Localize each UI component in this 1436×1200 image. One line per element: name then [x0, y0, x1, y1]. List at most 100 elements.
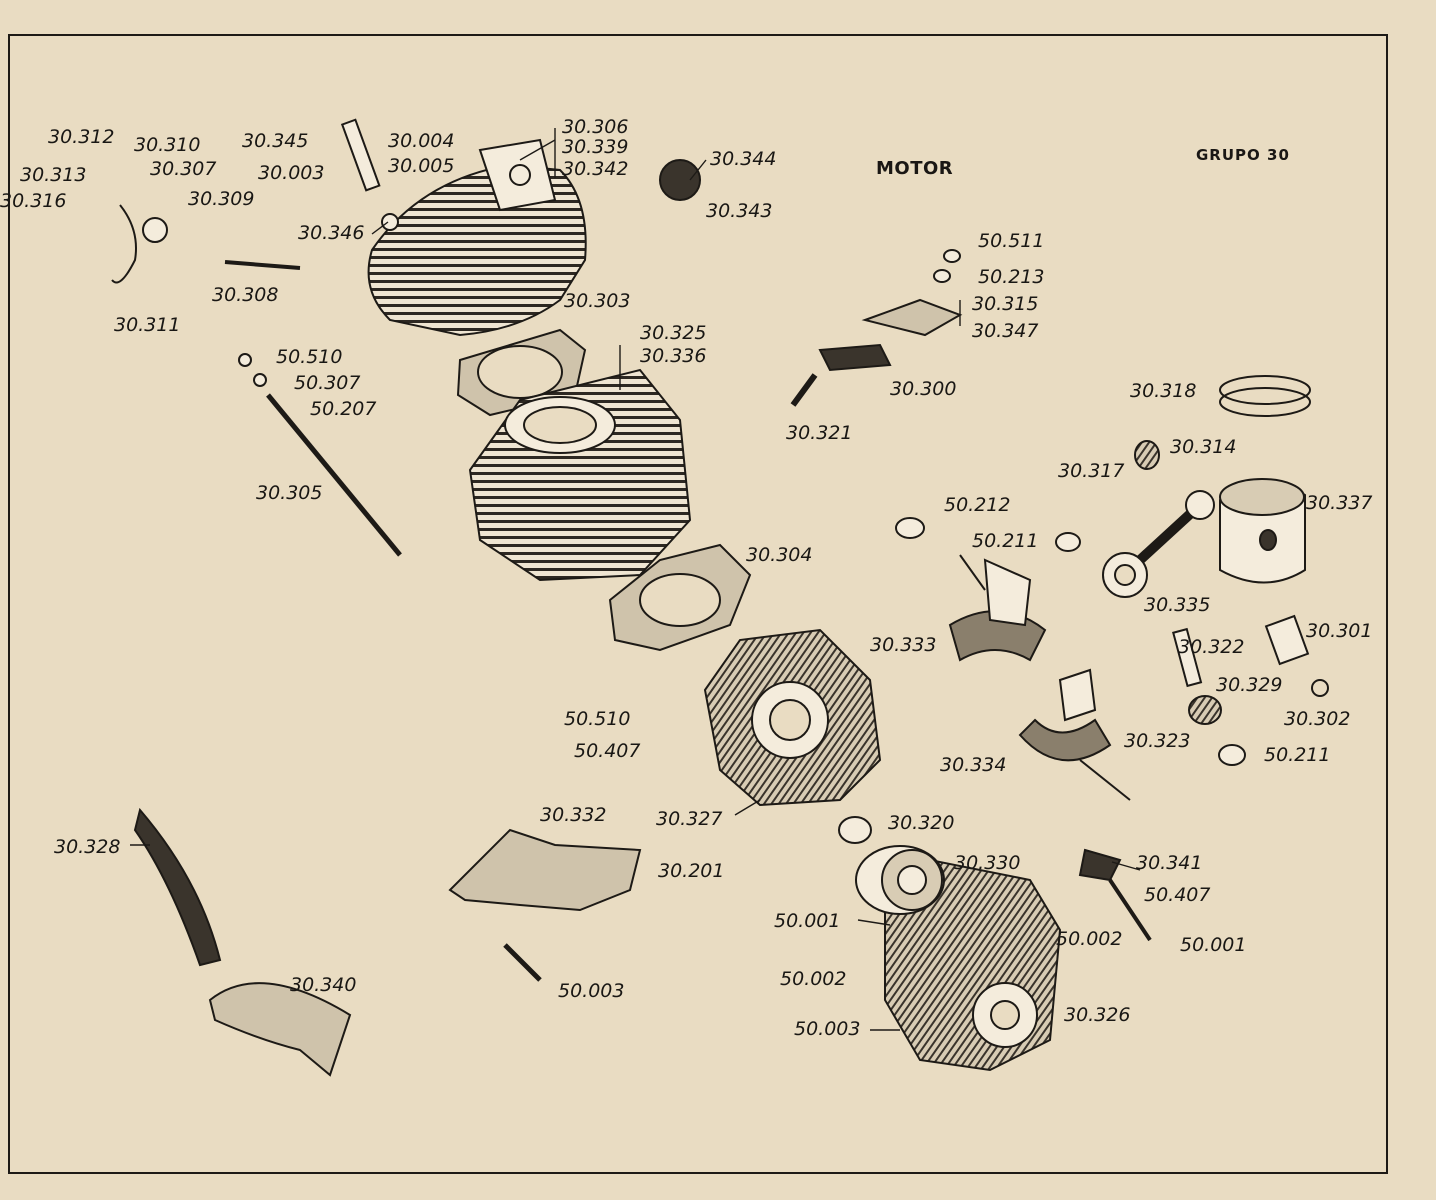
group-number: GRUPO 30	[1196, 146, 1290, 164]
nut-icon	[943, 249, 961, 263]
part-label: 30.301	[1306, 620, 1373, 642]
part-label: 30.336	[640, 345, 707, 367]
spark-plug-icon	[340, 118, 399, 231]
part-label: 30.318	[1130, 380, 1197, 402]
part-label: 30.306	[562, 116, 629, 138]
bushing-icon	[1264, 614, 1310, 666]
part-label: 30.342	[562, 158, 629, 180]
part-label: 50.213	[978, 266, 1045, 288]
part-label: 30.325	[640, 322, 707, 344]
circlip-icon	[1311, 679, 1329, 697]
part-label: 50.002	[780, 968, 847, 990]
base-gasket-icon	[608, 543, 752, 652]
part-label: 30.330	[954, 852, 1021, 874]
part-label: 50.211	[1264, 744, 1331, 766]
part-label: 30.343	[706, 200, 773, 222]
crankcase-left-icon	[703, 628, 882, 807]
part-label: 30.347	[972, 320, 1039, 342]
part-label: 30.329	[1216, 674, 1283, 696]
part-label: 30.309	[188, 188, 255, 210]
piston-rings-icon	[1219, 375, 1311, 417]
part-label: 30.323	[1124, 730, 1191, 752]
part-label: 30.300	[890, 378, 957, 400]
part-label: 50.510	[276, 346, 343, 368]
part-label: 30.303	[564, 290, 631, 312]
part-label: 30.307	[150, 158, 217, 180]
crankshaft-right-icon	[1018, 668, 1131, 801]
part-label: 30.321	[786, 422, 853, 444]
seal-ring-icon	[838, 816, 872, 844]
part-label: 50.511	[978, 230, 1045, 252]
crankcase-right-icon	[884, 858, 1062, 1072]
part-label: 30.327	[656, 808, 723, 830]
part-label: 30.312	[48, 126, 115, 148]
decompressor-lever-icon	[111, 204, 301, 284]
cylinder-head-icon	[367, 138, 587, 337]
part-label: 30.317	[1058, 460, 1125, 482]
part-label: 50.407	[1144, 884, 1211, 906]
support-bracket-icon	[208, 982, 352, 1077]
part-label: 30.322	[1178, 636, 1245, 658]
part-label: 50.212	[944, 494, 1011, 516]
part-label: 30.308	[212, 284, 279, 306]
piston-icon	[1219, 478, 1306, 584]
arc-plate-icon	[133, 807, 222, 967]
washer-icon	[1055, 532, 1081, 552]
part-label: 30.339	[562, 136, 629, 158]
part-label: 30.320	[888, 812, 955, 834]
part-label: 30.345	[242, 130, 309, 152]
part-label: 30.314	[1170, 436, 1237, 458]
needle-bearing-icon	[1188, 695, 1222, 725]
part-label: 50.510	[564, 708, 631, 730]
section-title: MOTOR	[876, 158, 954, 179]
part-label: 30.004	[388, 130, 455, 152]
part-label: 30.305	[256, 482, 323, 504]
part-label: 30.313	[20, 164, 87, 186]
part-label: 50.002	[1056, 928, 1123, 950]
part-label: 30.328	[54, 836, 121, 858]
reed-valve-icon	[659, 159, 701, 201]
part-label: 30.344	[710, 148, 777, 170]
part-label: 30.005	[388, 155, 455, 177]
part-label: 50.003	[558, 980, 625, 1002]
leader-lines	[130, 128, 1141, 1031]
stud-bolt-icon	[238, 353, 402, 557]
bolt-icon	[1108, 878, 1152, 942]
washer-icon	[895, 517, 925, 539]
part-label: 30.302	[1284, 708, 1351, 730]
part-label: 30.316	[0, 190, 67, 212]
kickstart-lever-icon	[1078, 848, 1122, 882]
washer-icon	[1218, 744, 1246, 766]
connecting-rod-icon	[1102, 490, 1215, 598]
part-label: 30.341	[1136, 852, 1203, 874]
part-label: 30.332	[540, 804, 607, 826]
part-label: 30.335	[1144, 594, 1211, 616]
part-label: 30.315	[972, 293, 1039, 315]
washer-icon	[933, 269, 951, 283]
part-label: 30.201	[658, 860, 725, 882]
part-label: 30.003	[258, 162, 325, 184]
part-label: 30.340	[290, 974, 357, 996]
part-label: 50.003	[794, 1018, 861, 1040]
part-label: 50.407	[574, 740, 641, 762]
part-label: 30.304	[746, 544, 813, 566]
part-label: 50.307	[294, 372, 361, 394]
part-label: 50.211	[972, 530, 1039, 552]
small-end-bearing-icon	[1134, 440, 1160, 470]
part-label: 30.346	[298, 222, 365, 244]
cylinder-icon	[468, 368, 692, 582]
diagram-frame	[8, 34, 1388, 1174]
part-label: 30.326	[1064, 1004, 1131, 1026]
part-label: 30.333	[870, 634, 937, 656]
part-label: 30.310	[134, 134, 201, 156]
engine-mount-icon	[448, 828, 642, 982]
part-label: 30.337	[1306, 492, 1373, 514]
part-label: 50.001	[1180, 934, 1247, 956]
crankshaft-left-icon	[948, 554, 1047, 662]
part-label: 30.334	[940, 754, 1007, 776]
piston-pin-icon	[1172, 627, 1203, 688]
main-bearing-icon	[855, 845, 945, 915]
part-label: 50.207	[310, 398, 377, 420]
